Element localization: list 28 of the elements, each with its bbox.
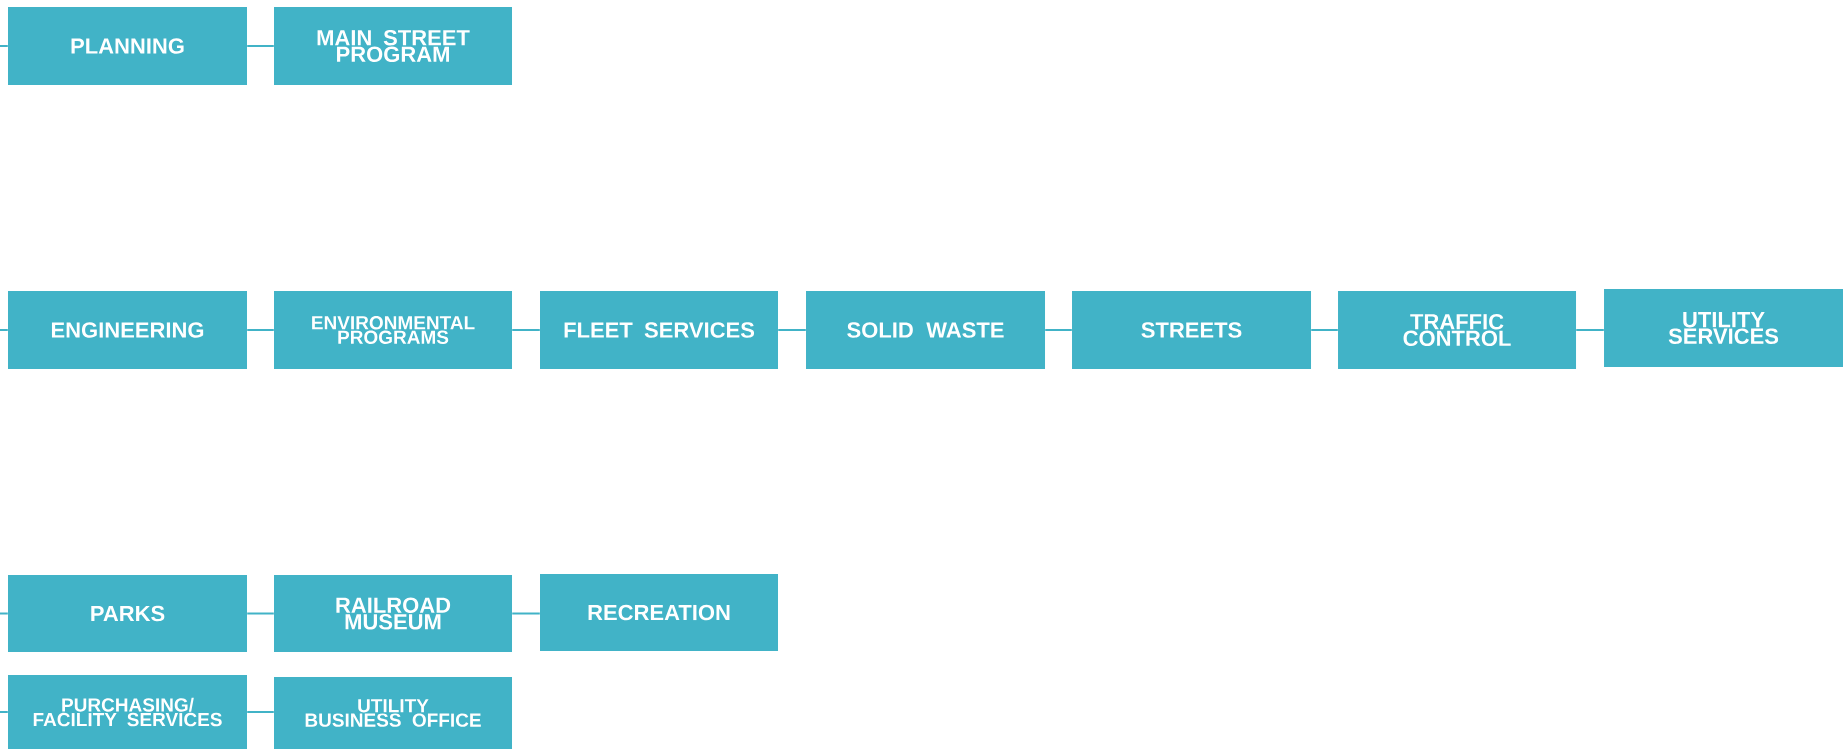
connector-line xyxy=(0,711,9,713)
department-box: PLANNING xyxy=(8,7,247,85)
department-box: ENGINEERING xyxy=(8,291,247,369)
department-box: FLEET SERVICES xyxy=(540,291,778,369)
connector-line xyxy=(0,45,9,47)
department-box: STREETS xyxy=(1072,291,1311,369)
department-box: PARKS xyxy=(8,575,247,652)
connector-line xyxy=(1044,329,1073,331)
connector-line xyxy=(511,329,541,331)
connector-line xyxy=(1310,329,1339,331)
connector-line xyxy=(0,329,9,331)
department-box: UTILITY SERVICES xyxy=(1604,289,1843,367)
department-box: PURCHASING/ FACILITY SERVICES xyxy=(8,675,247,749)
department-box: RAILROAD MUSEUM xyxy=(274,575,512,652)
connector-line xyxy=(511,612,541,615)
department-box: ENVIRONMENTAL PROGRAMS xyxy=(274,291,512,369)
connector-line xyxy=(1575,329,1605,331)
department-box: UTILITY BUSINESS OFFICE xyxy=(274,677,512,749)
connector-line xyxy=(246,45,275,47)
department-box: SOLID WASTE xyxy=(806,291,1045,369)
department-box: TRAFFIC CONTROL xyxy=(1338,291,1576,369)
connector-line xyxy=(246,329,275,331)
connector-line xyxy=(0,612,9,615)
department-box: MAIN STREET PROGRAM xyxy=(274,7,512,85)
connector-line xyxy=(246,711,275,713)
connector-line xyxy=(777,329,807,331)
connector-line xyxy=(246,612,275,615)
department-box: RECREATION xyxy=(540,574,778,651)
